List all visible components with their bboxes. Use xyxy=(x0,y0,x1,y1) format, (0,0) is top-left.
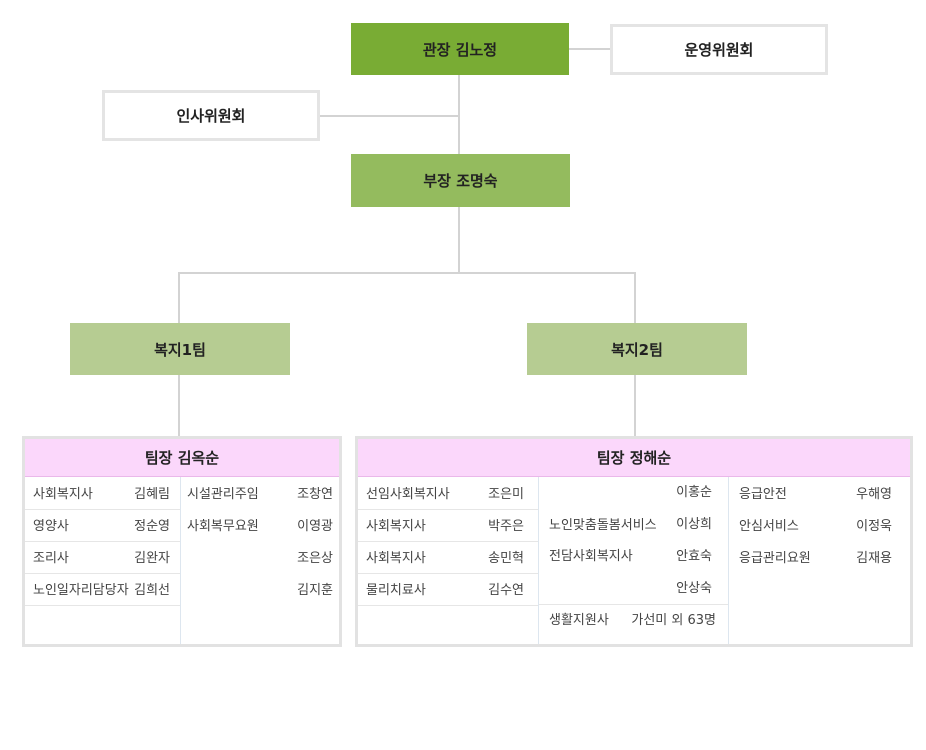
role: 사회복지사 xyxy=(366,551,426,566)
team1-row: 조은상 xyxy=(181,543,339,574)
role: 응급안전 xyxy=(739,487,787,502)
person-name: 조은미 xyxy=(488,487,524,502)
person-name: 박주은 xyxy=(488,519,524,534)
role: 사회복무요원 xyxy=(187,519,259,534)
team2-row: 응급관리요원 김재용 xyxy=(729,543,910,574)
role: 시설관리주임 xyxy=(187,487,259,502)
connector-deputy-down xyxy=(458,207,460,273)
team2-row: 사회복지사 박주은 xyxy=(358,511,538,542)
operating-committee-node: 운영위원회 xyxy=(610,24,828,75)
team1-row: 시설관리주임 조창연 xyxy=(181,479,339,510)
person-name: 이홍순 xyxy=(676,485,712,500)
team1-row: 사회복무요원 이영광 xyxy=(181,511,339,542)
team2-column-3: 응급안전 우해영 안심서비스 이정욱 응급관리요원 김재용 xyxy=(729,477,910,644)
team2-row: 물리치료사 김수연 xyxy=(358,575,538,606)
person-name: 조은상 xyxy=(297,551,333,566)
support-row-divider xyxy=(539,604,728,605)
person-name: 안효숙 xyxy=(676,549,712,564)
role: 응급관리요원 xyxy=(739,551,811,566)
team2-panel: 팀장 정해순 선임사회복지사 조은미 사회복지사 박주은 사회복지사 송민혁 물… xyxy=(355,436,913,647)
person-name: 김완자 xyxy=(134,551,170,566)
team1-node: 복지1팀 xyxy=(70,323,290,375)
team1-left-column: 사회복지사 김혜림 영양사 정순영 조리사 김완자 노인일자리담당자 김희선 xyxy=(25,477,180,644)
role: 사회복지사 xyxy=(33,487,93,502)
connector-personnel xyxy=(320,115,459,117)
role: 선임사회복지사 xyxy=(366,487,450,502)
personnel-committee-node: 인사위원회 xyxy=(102,90,320,141)
team1-row: 노인일자리담당자 김희선 xyxy=(25,575,180,606)
person-name: 이상희 xyxy=(676,517,712,532)
connector-director-deputy xyxy=(458,75,460,154)
team2-row: 응급안전 우해영 xyxy=(729,479,910,510)
team1-row: 김지훈 xyxy=(181,575,339,606)
person-name: 이영광 xyxy=(297,519,333,534)
connector-team1-down xyxy=(178,272,180,323)
connector-team-horizontal xyxy=(178,272,636,274)
role: 노인맞춤돌봄서비스 xyxy=(549,518,657,533)
person-name: 우해영 xyxy=(856,487,892,502)
team2-row: 안심서비스 이정욱 xyxy=(729,511,910,542)
person-name: 가선미 외 63명 xyxy=(631,613,716,628)
team1-leader: 팀장 김옥순 xyxy=(25,439,339,477)
team1-column-divider xyxy=(180,477,181,644)
team2-column-divider-2 xyxy=(728,477,729,644)
team1-row: 조리사 김완자 xyxy=(25,543,180,574)
person-name: 이정욱 xyxy=(856,519,892,534)
person-name: 김지훈 xyxy=(297,583,333,598)
role: 사회복지사 xyxy=(366,519,426,534)
person-name: 송민혁 xyxy=(488,551,524,566)
team2-column-2: 이홍순 이상희 안효숙 안상숙 노인맞춤돌봄서비스 전담사회복지사 생활지원사 … xyxy=(539,477,728,644)
role: 노인일자리담당자 xyxy=(33,583,129,598)
role: 물리치료사 xyxy=(366,583,426,598)
director-node: 관장 김노정 xyxy=(351,23,569,75)
person-name: 김희선 xyxy=(134,583,170,598)
person-name: 정순영 xyxy=(134,519,170,534)
role: 조리사 xyxy=(33,551,69,566)
person-name: 김혜림 xyxy=(134,487,170,502)
team2-column-1: 선임사회복지사 조은미 사회복지사 박주은 사회복지사 송민혁 물리치료사 김수… xyxy=(358,477,538,644)
role: 생활지원사 xyxy=(549,613,609,628)
team2-row: 선임사회복지사 조은미 xyxy=(358,479,538,510)
team1-panel: 팀장 김옥순 사회복지사 김혜림 영양사 정순영 조리사 김완자 노인일자리담당… xyxy=(22,436,342,647)
team1-row: 영양사 정순영 xyxy=(25,511,180,542)
person-name: 안상숙 xyxy=(676,581,712,596)
person-name: 김수연 xyxy=(488,583,524,598)
team1-right-column: 시설관리주임 조창연 사회복무요원 이영광 조은상 김지훈 xyxy=(181,477,339,644)
person-name: 김재용 xyxy=(856,551,892,566)
role: 전담사회복지사 xyxy=(549,549,633,564)
connector-team2-down xyxy=(634,272,636,323)
team2-row: 사회복지사 송민혁 xyxy=(358,543,538,574)
team2-column-divider-1 xyxy=(538,477,539,644)
team1-row: 사회복지사 김혜림 xyxy=(25,479,180,510)
role: 영양사 xyxy=(33,519,69,534)
connector-team1-panel xyxy=(178,375,180,436)
team2-node: 복지2팀 xyxy=(527,323,747,375)
team2-leader: 팀장 정해순 xyxy=(358,439,910,477)
connector-team2-panel xyxy=(634,375,636,436)
deputy-node: 부장 조명숙 xyxy=(351,154,570,207)
person-name: 조창연 xyxy=(297,487,333,502)
role: 안심서비스 xyxy=(739,519,799,534)
connector-director-committee xyxy=(569,48,611,50)
